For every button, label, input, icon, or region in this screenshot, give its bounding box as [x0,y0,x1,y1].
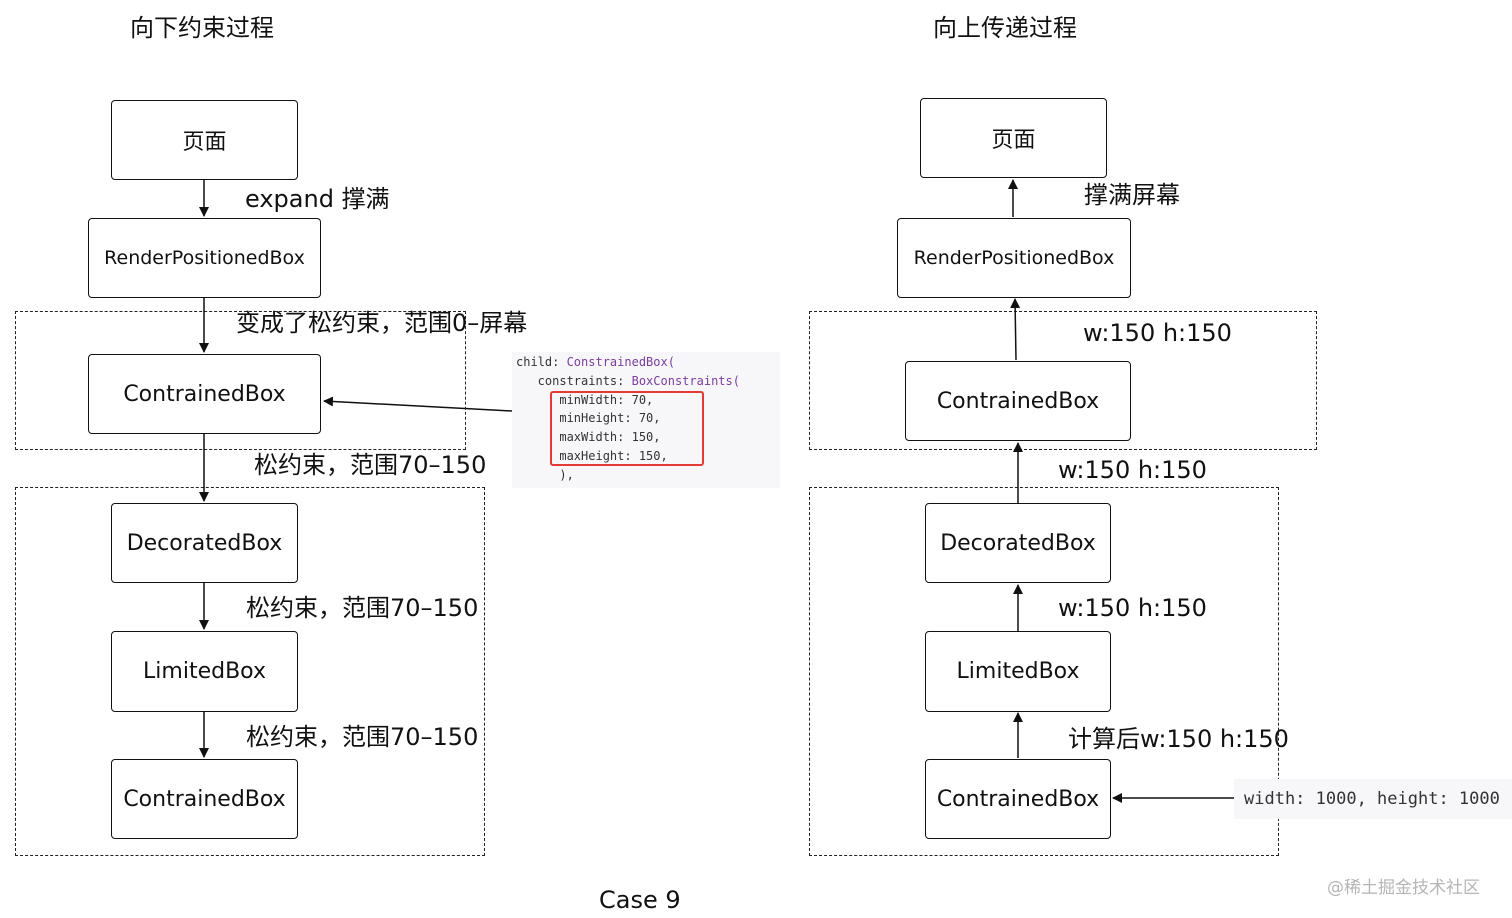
code-line-1-value: ConstrainedBox( [566,355,675,369]
right-node-constrained-box-2: ContrainedBox [925,759,1111,839]
right-node-render-positioned-box: RenderPositionedBox [897,218,1131,298]
left-node-render-positioned-box: RenderPositionedBox [88,218,321,298]
left-label-loose-70-150-c: 松约束，范围70–150 [246,723,479,751]
code-snippet-constraints: child: ConstrainedBox( constraints: BoxC… [512,352,780,488]
left-node-constrained-box-1: ContrainedBox [88,354,321,434]
code-line-2-value: BoxConstraints( [631,374,740,388]
right-node-page: 页面 [920,98,1107,178]
left-node-page: 页面 [111,100,298,180]
right-node-constrained-box-1: ContrainedBox [905,361,1131,441]
right-node-decorated-box: DecoratedBox [925,503,1111,583]
left-label-expand: expand 撑满 [245,185,390,213]
code-line-2-key: constraints: [516,374,632,388]
right-label-size-a: w:150 h:150 [1083,319,1232,347]
left-group-children [15,487,485,856]
highlight-box [550,391,704,466]
code-line-3: minWidth: 70, [516,393,654,407]
watermark: @稀土掘金技术社区 [1327,878,1480,898]
code-line-6: maxHeight: 150, [516,449,668,463]
left-label-loose-0-screen: 变成了松约束，范围0–屏幕 [236,309,528,337]
right-node-limited-box: LimitedBox [925,631,1111,712]
left-node-limited-box: LimitedBox [111,631,298,712]
left-title: 向下约束过程 [130,14,274,42]
code-snippet-size: width: 1000, height: 1000 [1234,779,1512,819]
left-label-loose-70-150-b: 松约束，范围70–150 [246,594,479,622]
left-group-constrained [15,311,466,450]
right-label-fill-screen: 撑满屏幕 [1084,181,1180,209]
left-node-constrained-box-2: ContrainedBox [111,759,298,839]
right-group-constrained [809,311,1317,450]
code-line-4: minHeight: 70, [516,411,661,425]
code-line-5: maxWidth: 150, [516,430,661,444]
case-caption: Case 9 [599,886,681,914]
right-label-size-b: w:150 h:150 [1058,456,1207,484]
right-label-computed-size: 计算后w:150 h:150 [1068,725,1289,753]
right-group-children [809,487,1279,856]
right-label-size-c: w:150 h:150 [1058,594,1207,622]
code-line-7: ), [516,468,574,482]
right-title: 向上传递过程 [933,14,1077,42]
left-node-decorated-box: DecoratedBox [111,503,298,583]
left-label-loose-70-150-a: 松约束，范围70–150 [254,451,487,479]
code-line-1-key: child: [516,355,567,369]
